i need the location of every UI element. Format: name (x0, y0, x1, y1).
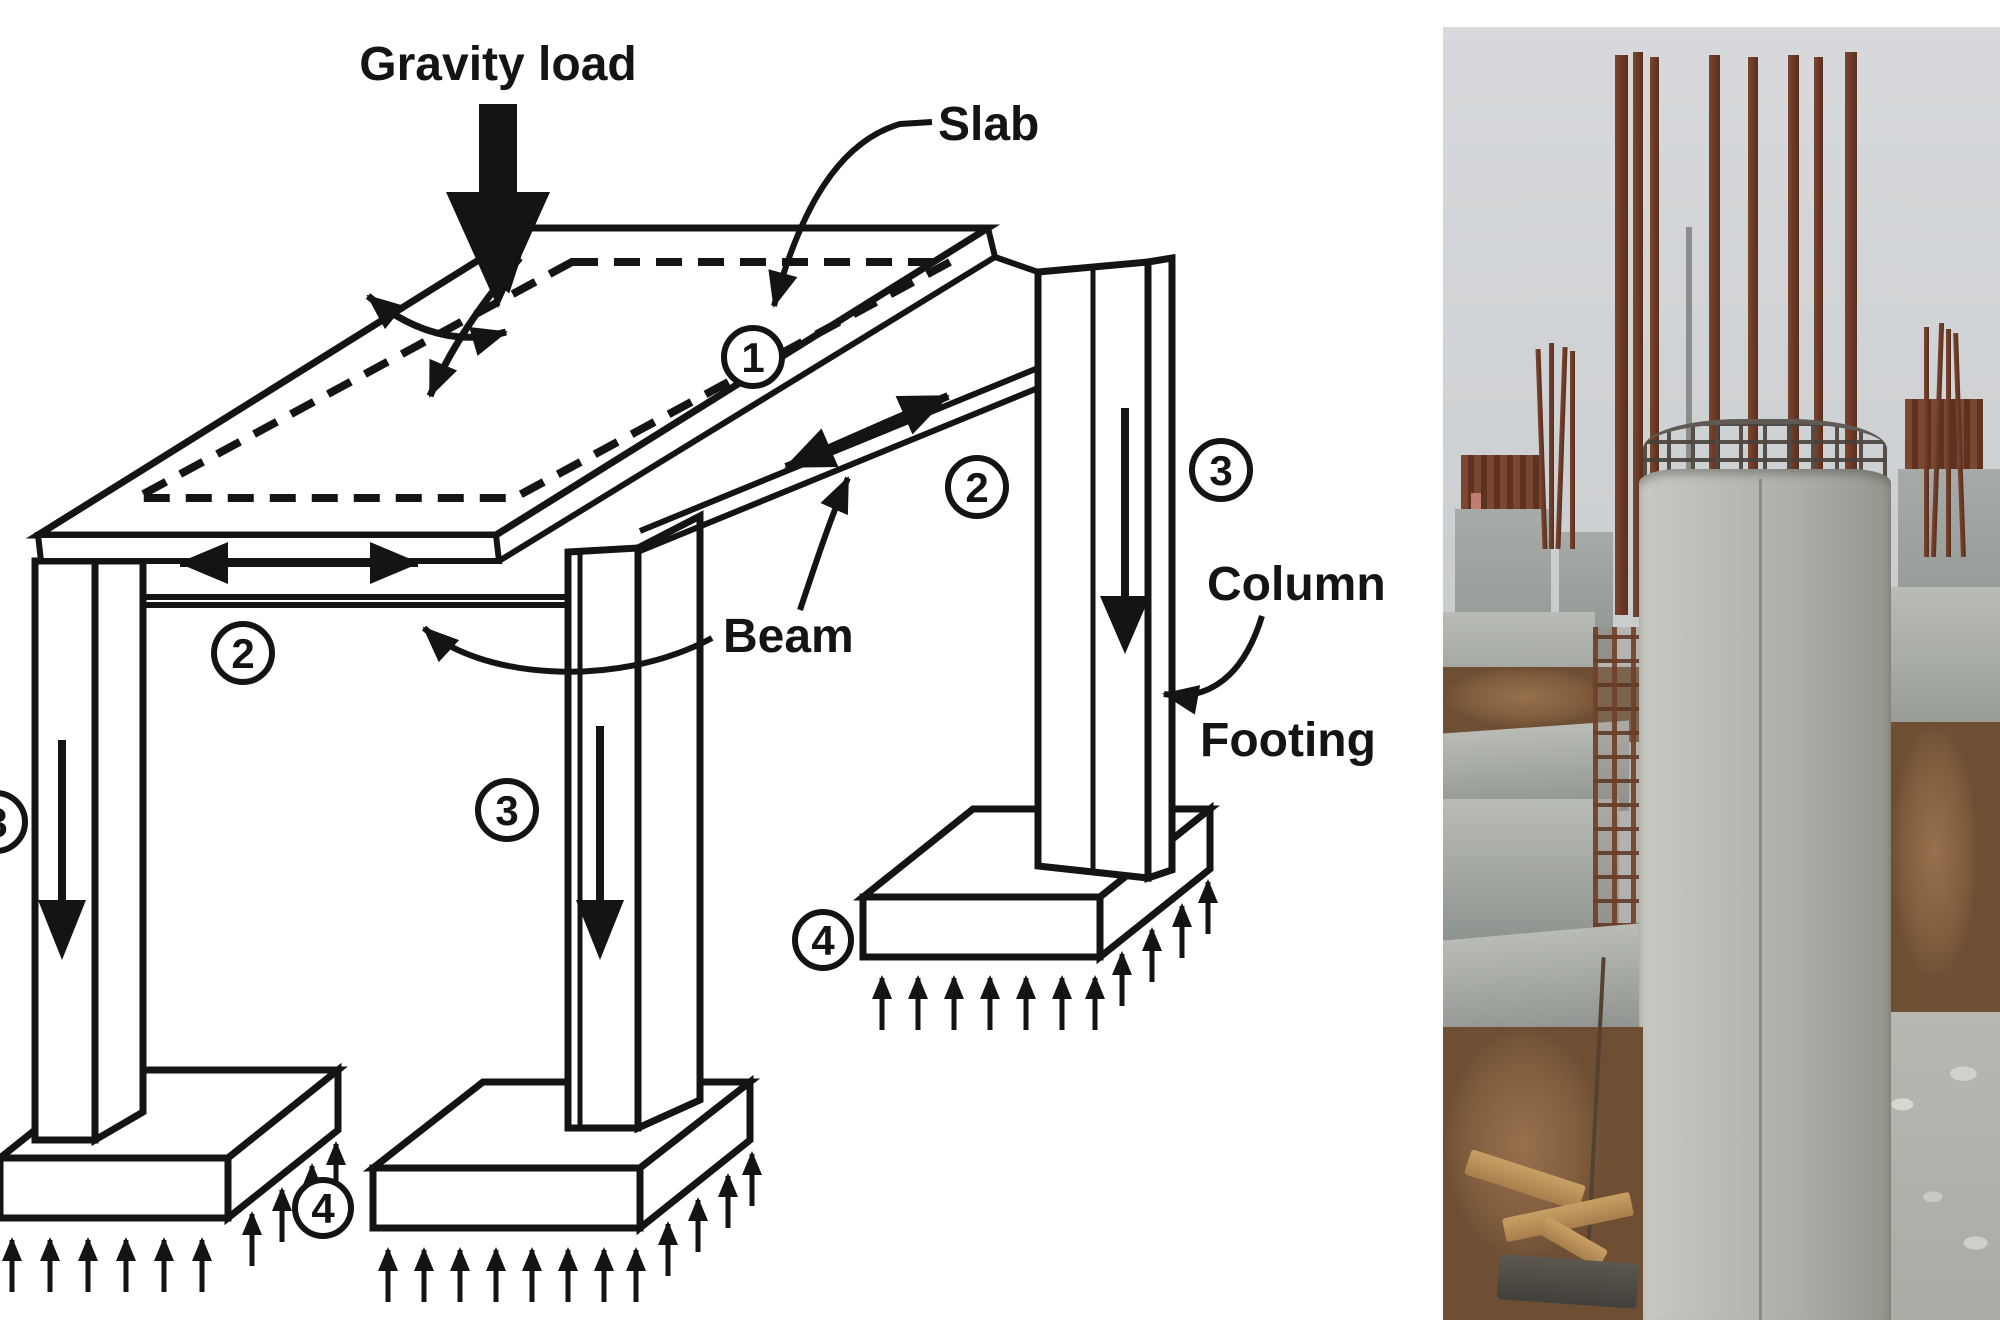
svg-text:1: 1 (741, 334, 764, 381)
middle-column-load-arrow-icon (576, 726, 624, 960)
rebar-rod-icon (1709, 55, 1720, 640)
rebar-rod-icon (1570, 351, 1575, 549)
rebar-rod-icon (1748, 57, 1758, 627)
svg-text:2: 2 (231, 630, 254, 677)
slab-two-way-arrows-icon (365, 255, 523, 398)
slab-leader-arrow-icon (768, 119, 933, 308)
beam-leader-right-arrow-icon (797, 476, 851, 611)
svg-text:2: 2 (965, 464, 988, 511)
rebar-rod-icon (1650, 57, 1659, 617)
rebar-rod-icon (1814, 57, 1823, 627)
right-column-load-arrow-icon (1100, 408, 1150, 654)
beam-leader-left-arrow-icon (421, 625, 714, 675)
right-column (1034, 253, 1176, 883)
step-1-slab-badge: 1 (721, 325, 785, 389)
footing-label: Footing (1200, 714, 1376, 767)
beam-label: Beam (723, 610, 854, 663)
slab-label: Slab (938, 98, 1039, 151)
left-column (31, 557, 147, 1147)
step-2-front-beam-badge: 2 (211, 621, 275, 685)
rebar-rod-icon (1615, 55, 1628, 615)
step-4-middle-footing-badge: 4 (292, 1177, 354, 1239)
slab-dashed-outline (134, 258, 952, 502)
rebar-rod-icon (1555, 346, 1568, 550)
rebar-rod-icon (1924, 327, 1929, 557)
debris-pile (1496, 1254, 1640, 1309)
step-3-middle-column-badge: 3 (475, 778, 539, 842)
gravity-load-label: Gravity load (359, 38, 636, 91)
middle-column (564, 510, 704, 1134)
step-3-right-column-badge: 3 (1189, 438, 1253, 502)
left-column-load-arrow-icon (38, 740, 86, 960)
step-2-right-beam-badge: 2 (945, 455, 1009, 519)
rebar-rod-icon (1946, 329, 1951, 557)
concrete-footing-wall (1443, 799, 1619, 949)
column-seam (1759, 479, 1762, 1320)
svg-text:3: 3 (495, 787, 518, 834)
svg-text:4: 4 (811, 917, 835, 964)
column-leader-arrow-icon (1162, 615, 1265, 715)
step-4-right-footing-badge: 4 (792, 909, 854, 971)
diagram-svg: Gravity load Slab Beam Column Footing 1 … (0, 38, 1386, 1302)
red-marker (1471, 493, 1481, 509)
load-path-diagram: Gravity load Slab Beam Column Footing 1 … (0, 38, 1386, 1302)
front-beam (143, 594, 568, 608)
gravity-load-arrow-icon (446, 104, 550, 308)
step-3-left-column-badge: 3 (0, 790, 28, 854)
middle-footing (362, 1074, 761, 1236)
concrete-rubble (1878, 1012, 2000, 1320)
rebar-rod-icon (1633, 52, 1643, 617)
rebar-rod-icon (1788, 55, 1799, 630)
svg-text:4: 4 (311, 1185, 335, 1232)
svg-text:3: 3 (0, 799, 8, 846)
dirt-mound (1891, 722, 2000, 1047)
construction-photo (1443, 27, 2000, 1320)
column-label: Column (1207, 558, 1386, 611)
rebar-rod-icon (1549, 343, 1554, 549)
svg-text:3: 3 (1209, 447, 1232, 494)
concrete-column-photo (1639, 469, 1891, 1320)
slab-group (25, 224, 1039, 564)
slab-to-right-beam-arrow-icon (784, 392, 950, 471)
rebar-rod-icon (1686, 227, 1692, 617)
